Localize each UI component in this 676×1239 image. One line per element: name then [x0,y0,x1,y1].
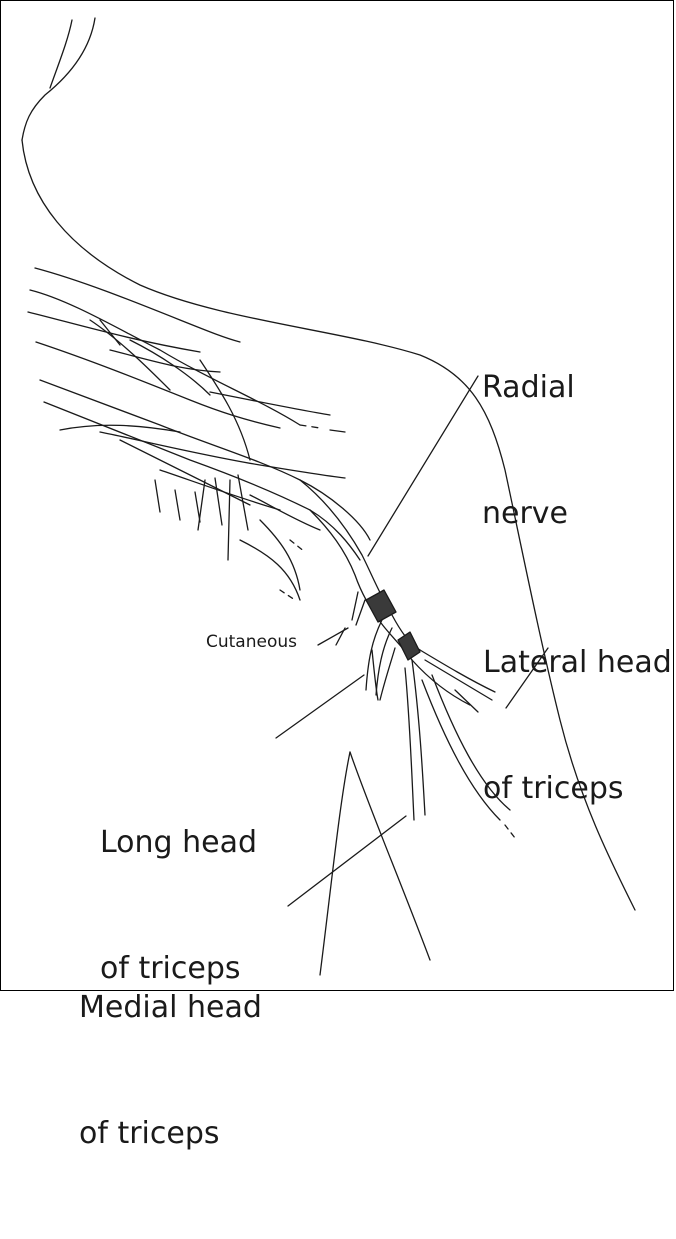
medial-head-label-line1: Medial head [79,987,262,1029]
cutaneous-leader [318,628,348,645]
long-head-leader [276,675,364,738]
radial-nerve-leader [368,376,478,556]
long-head-label-line1: Long head [100,822,257,864]
radial-nerve-diagram: Radial nerve Lateral head of triceps Cut… [0,0,676,993]
nerve-block-upper [366,590,396,622]
medial-head-label: Medial head of triceps [79,903,262,1239]
medial-head-label-line2: of triceps [79,1113,262,1155]
brachial-plexus [28,268,370,600]
nerve-block-lower [398,632,420,660]
lateral-head-label: Lateral head of triceps [483,558,672,894]
lateral-head-label-line2: of triceps [483,768,672,810]
radial-nerve-label-line1: Radial [482,367,575,409]
cutaneous-label: Cutaneous [206,631,297,653]
lateral-head-label-line1: Lateral head [483,642,672,684]
nerve-markers [366,590,420,660]
radial-nerve-label-line2: nerve [482,493,575,535]
medial-head-leader [288,816,406,906]
